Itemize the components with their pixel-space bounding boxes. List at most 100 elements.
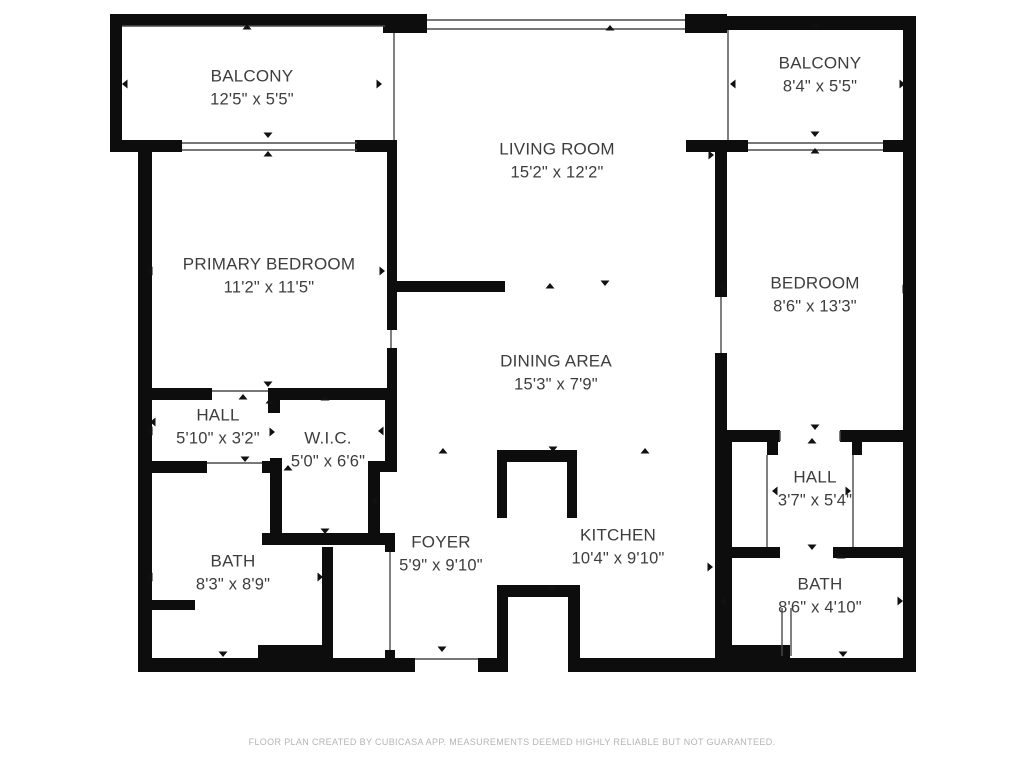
wall-segment xyxy=(322,547,333,647)
room-name: FOYER xyxy=(411,532,471,552)
wall-segment xyxy=(387,348,397,393)
wall-segment xyxy=(262,533,395,545)
wall-segment xyxy=(685,14,727,33)
direction-arrow-icon xyxy=(708,150,714,160)
room-dimensions: 8'6" x 4'10" xyxy=(778,598,862,616)
direction-arrow-icon xyxy=(238,394,248,400)
direction-arrow-icon xyxy=(376,79,382,89)
wall-segment xyxy=(268,388,397,400)
room-name: W.I.C. xyxy=(304,428,352,448)
direction-arrow-icon xyxy=(838,651,848,657)
direction-arrow-icon xyxy=(378,426,384,436)
room-label-wic: W.I.C. 5'0" x 6'6" xyxy=(291,428,365,473)
direction-arrow-icon xyxy=(547,586,557,592)
wall-segment xyxy=(387,292,397,330)
room-label-hall-left: HALL 5'10" x 3'2" xyxy=(176,405,260,450)
wall-segment xyxy=(368,461,397,472)
direction-arrow-icon xyxy=(265,398,275,404)
room-dimensions: 5'9" x 9'10" xyxy=(399,556,483,574)
room-name: DINING AREA xyxy=(500,351,612,371)
direction-arrow-icon xyxy=(810,131,820,137)
direction-arrow-icon xyxy=(240,456,250,462)
direction-arrow-icon xyxy=(147,426,153,436)
wall-segment xyxy=(385,538,395,552)
wall-segment xyxy=(478,658,508,672)
wall-segment xyxy=(138,388,212,400)
wall-segment xyxy=(385,388,397,463)
direction-arrow-icon xyxy=(810,148,820,154)
wall-segment xyxy=(385,650,395,660)
room-name: BATH xyxy=(210,551,256,571)
wall-segment xyxy=(497,597,508,660)
direction-arrow-icon xyxy=(320,395,330,401)
room-name: KITCHEN xyxy=(579,525,657,545)
room-dimensions: 15'2" x 12'2" xyxy=(510,163,604,181)
room-dimensions: 10'4" x 9'10" xyxy=(571,549,665,567)
direction-arrow-icon xyxy=(218,651,228,657)
direction-arrow-icon xyxy=(150,417,156,427)
direction-arrow-icon xyxy=(263,151,273,157)
direction-arrow-icon xyxy=(320,528,330,534)
direction-arrow-icon xyxy=(836,553,846,559)
direction-arrow-icon xyxy=(807,544,817,550)
direction-arrow-icon xyxy=(772,486,778,496)
room-name: LIVING ROOM xyxy=(499,139,615,159)
direction-arrow-icon xyxy=(707,562,713,572)
direction-arrow-icon xyxy=(437,646,447,652)
wall-segment xyxy=(720,442,732,658)
direction-arrow-icon xyxy=(283,465,293,471)
direction-arrow-icon xyxy=(605,25,615,31)
direction-arrow-icon xyxy=(720,596,726,606)
room-label-bath-left: BATH 8'3" x 8'9" xyxy=(196,551,270,596)
wall-segment xyxy=(568,658,916,672)
room-dimensions: 12'5" x 5'5" xyxy=(210,90,294,108)
wall-segment xyxy=(368,472,380,538)
direction-arrow-icon xyxy=(379,266,385,276)
room-dimensions: 5'10" x 3'2" xyxy=(176,429,260,447)
direction-arrow-icon xyxy=(269,427,275,437)
room-name: BALCONY xyxy=(210,66,294,86)
room-label-hall-right: HALL 3'7" x 5'4" xyxy=(778,467,852,512)
room-dimensions: 3'7" x 5'4" xyxy=(777,491,853,509)
direction-arrow-icon xyxy=(600,280,610,286)
wall-segment xyxy=(568,597,580,660)
direction-arrow-icon xyxy=(902,284,908,294)
direction-arrow-icon xyxy=(897,596,903,606)
room-dimensions: 8'4" x 5'5" xyxy=(782,77,858,95)
wall-segment xyxy=(110,14,393,26)
direction-arrow-icon xyxy=(122,79,128,89)
room-dimensions: 8'3" x 8'9" xyxy=(195,575,271,593)
room-name: HALL xyxy=(793,467,837,487)
room-dimensions: 5'0" x 6'6" xyxy=(290,452,366,470)
room-label-balcony-left: BALCONY 12'5" x 5'5" xyxy=(210,66,294,111)
direction-arrow-icon xyxy=(263,381,273,387)
wall-segment xyxy=(152,600,195,610)
room-name: HALL xyxy=(196,405,240,425)
wall-segment xyxy=(110,14,122,152)
wall-segment xyxy=(355,140,397,152)
room-name: PRIMARY BEDROOM xyxy=(182,254,356,274)
room-name: BEDROOM xyxy=(770,273,860,293)
room-dimensions: 11'2" x 11'5" xyxy=(223,278,315,296)
wall-segment xyxy=(767,442,778,455)
wall-segment xyxy=(852,442,862,455)
direction-arrow-icon xyxy=(810,424,820,430)
wall-segment xyxy=(720,430,780,442)
wall-segment xyxy=(138,461,207,473)
wall-segment xyxy=(387,142,397,281)
room-name: BALCONY xyxy=(778,53,862,73)
direction-arrow-icon xyxy=(317,572,323,582)
room-label-living-room: LIVING ROOM 15'2" x 12'2" xyxy=(499,139,615,184)
wall-segment xyxy=(567,462,577,518)
direction-arrow-icon xyxy=(147,266,153,276)
room-dimensions: 15'3" x 7'9" xyxy=(514,375,598,393)
wall-segment xyxy=(497,462,507,518)
wall-segment xyxy=(258,645,333,658)
direction-arrow-icon xyxy=(242,24,252,30)
wall-segment xyxy=(833,547,903,558)
direction-arrow-icon xyxy=(730,79,736,89)
